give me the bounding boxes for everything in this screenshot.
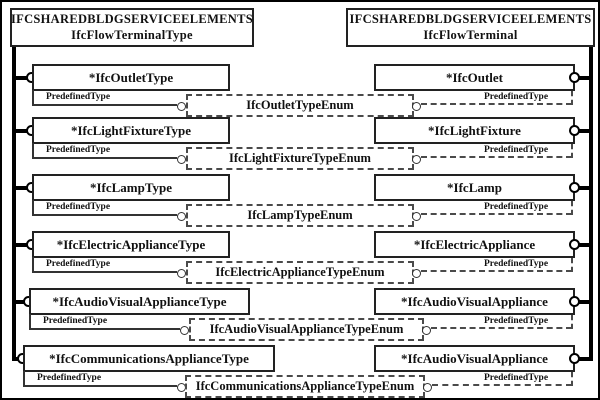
bus-branch-line	[578, 243, 591, 247]
attribute-line	[32, 104, 177, 106]
attribute-line	[32, 90, 34, 106]
attribute-label: PredefinedType	[484, 92, 549, 102]
enum-box: IfcCommunicationsApplianceTypeEnum	[185, 375, 425, 398]
dashed-attribute-line	[571, 258, 573, 272]
attribute-line	[32, 200, 34, 216]
enum-box: IfcElectricApplianceTypeEnum	[186, 261, 414, 284]
diagram-row: *IfcElectricApplianceType PredefinedType…	[2, 231, 598, 288]
dashed-attribute-line	[421, 156, 572, 158]
diagram-row: *IfcCommunicationsApplianceType Predefin…	[2, 345, 598, 398]
dashed-attribute-line	[571, 372, 573, 386]
entity-box-right: *IfcElectricAppliance	[374, 231, 575, 258]
attribute-label: PredefinedType	[37, 373, 102, 383]
attribute-label: PredefinedType	[484, 373, 549, 383]
entity-box-right: *IfcLamp	[374, 174, 575, 201]
enum-box: IfcOutletTypeEnum	[186, 94, 414, 117]
attribute-line	[32, 143, 34, 159]
enum-box: IfcAudioVisualApplianceTypeEnum	[189, 318, 424, 341]
dashed-attribute-line	[421, 103, 572, 105]
attribute-line	[32, 271, 177, 273]
entity-box-left: *IfcAudioVisualApplianceType	[29, 288, 250, 315]
bus-branch-line	[12, 186, 28, 190]
attribute-line	[23, 371, 25, 387]
attribute-label: PredefinedType	[46, 259, 111, 269]
entity-box-left: *IfcOutletType	[32, 64, 230, 91]
dashed-attribute-line	[431, 327, 572, 329]
open-circle-connector-icon	[177, 212, 186, 221]
attribute-label: PredefinedType	[484, 259, 549, 269]
dashed-attribute-line	[571, 201, 573, 215]
attribute-line	[29, 328, 180, 330]
diagram-row: *IfcLightFixtureType PredefinedType IfcL…	[2, 117, 598, 174]
bus-branch-line	[578, 129, 591, 133]
open-circle-connector-icon	[180, 326, 189, 335]
entity-box-left: *IfcLampType	[32, 174, 230, 201]
enum-box: IfcLightFixtureTypeEnum	[186, 147, 414, 170]
schema-name: IFCSHAREDBLDGSERVICEELEMENTS	[10, 11, 254, 26]
attribute-label: PredefinedType	[484, 145, 549, 155]
open-circle-connector-icon	[412, 155, 421, 164]
entity-box-right: *IfcLightFixture	[374, 117, 575, 144]
attribute-label: PredefinedType	[46, 145, 111, 155]
diagram-row: *IfcLampType PredefinedType IfcLampTypeE…	[2, 174, 598, 231]
bus-branch-line	[12, 76, 28, 80]
bus-branch-line	[12, 300, 25, 304]
attribute-line	[32, 257, 34, 273]
dashed-attribute-line	[571, 91, 573, 105]
schema-entity: IfcFlowTerminal	[423, 27, 518, 42]
diagram-row: *IfcOutletType PredefinedType IfcOutletT…	[2, 64, 598, 121]
dashed-attribute-line	[421, 270, 572, 272]
schema-header-left: IFCSHAREDBLDGSERVICEELEMENTS IfcFlowTerm…	[10, 8, 254, 47]
bus-branch-line	[578, 76, 591, 80]
schema-header-right: IFCSHAREDBLDGSERVICEELEMENTS IfcFlowTerm…	[346, 8, 595, 47]
open-circle-connector-icon	[423, 383, 432, 392]
attribute-line	[32, 157, 177, 159]
dashed-attribute-line	[571, 144, 573, 158]
attribute-label: PredefinedType	[484, 316, 549, 326]
attribute-line	[23, 385, 177, 387]
open-circle-connector-icon	[422, 326, 431, 335]
bus-branch-line	[578, 357, 591, 361]
attribute-label: PredefinedType	[484, 202, 549, 212]
open-circle-connector-icon	[412, 212, 421, 221]
entity-box-right: *IfcAudioVisualAppliance	[374, 345, 575, 372]
entity-box-left: *IfcCommunicationsApplianceType	[23, 345, 275, 372]
subtype-bus-line-right	[589, 47, 593, 361]
open-circle-connector-icon	[177, 269, 186, 278]
entity-box-left: *IfcElectricApplianceType	[32, 231, 230, 258]
attribute-label: PredefinedType	[46, 202, 111, 212]
enum-box: IfcLampTypeEnum	[186, 204, 414, 227]
bus-branch-line	[12, 243, 28, 247]
attribute-line	[29, 314, 31, 330]
attribute-line	[32, 214, 177, 216]
open-circle-connector-icon	[177, 155, 186, 164]
bus-branch-line	[578, 186, 591, 190]
dashed-attribute-line	[571, 315, 573, 329]
entity-box-left: *IfcLightFixtureType	[32, 117, 230, 144]
bus-branch-line	[12, 129, 28, 133]
schema-entity: IfcFlowTerminalType	[71, 27, 193, 42]
open-circle-connector-icon	[412, 102, 421, 111]
bus-branch-line	[12, 357, 20, 361]
dashed-attribute-line	[421, 213, 572, 215]
open-circle-connector-icon	[177, 102, 186, 111]
dashed-attribute-line	[432, 384, 572, 386]
attribute-label: PredefinedType	[43, 316, 108, 326]
open-circle-connector-icon	[412, 269, 421, 278]
subtype-bus-line-left	[12, 47, 16, 361]
diagram-row: *IfcAudioVisualApplianceType PredefinedT…	[2, 288, 598, 345]
schema-name: IFCSHAREDBLDGSERVICEELEMENTS	[349, 11, 592, 26]
entity-box-right: *IfcOutlet	[374, 64, 575, 91]
attribute-label: PredefinedType	[46, 92, 111, 102]
bus-branch-line	[578, 300, 591, 304]
entity-box-right: *IfcAudioVisualAppliance	[374, 288, 575, 315]
